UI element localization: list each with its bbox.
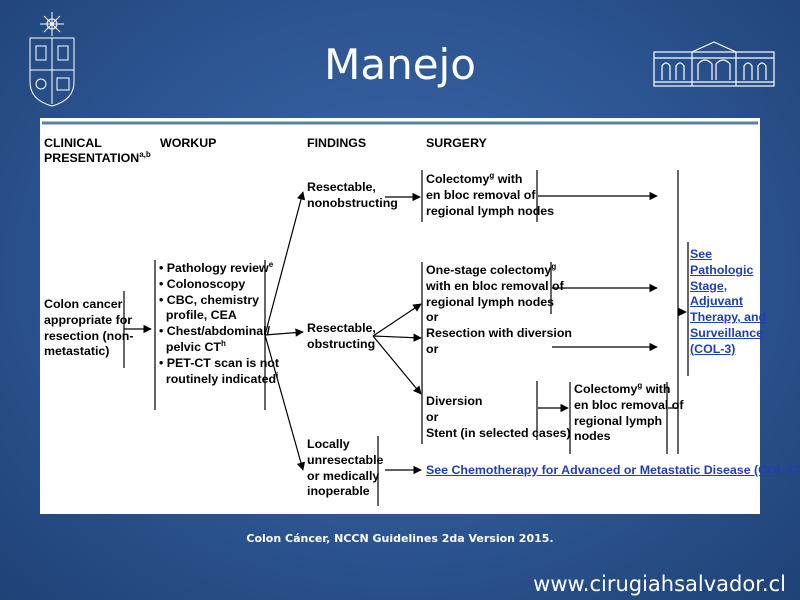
surgery-or: or xyxy=(426,310,439,325)
finding-resectable-obstructing: Resectable, obstructing xyxy=(307,321,376,353)
see-link-line[interactable]: Pathologic xyxy=(690,262,754,277)
see-pathologic-stage-link[interactable]: See Pathologic Stage, Adjuvant Therapy, … xyxy=(690,247,766,358)
surgery-diversion-stent: Diversion or Stent (in selected cases) xyxy=(426,394,571,441)
nccn-flowchart-panel: CLINICAL PRESENTATIONa,b WORKUP FINDINGS… xyxy=(40,118,800,514)
slide-title: Manejo xyxy=(324,40,476,89)
presentation-line: appropriate for xyxy=(44,312,133,327)
finding-line: Resectable, xyxy=(307,180,376,194)
surgery-line: nodes xyxy=(574,429,611,444)
workup-item: • CBC, chemistry xyxy=(159,292,260,307)
header-workup: WORKUP xyxy=(160,136,217,150)
surgery-or: or xyxy=(426,341,439,356)
flowchart-connectors xyxy=(42,121,758,506)
header-clinical-sup: a,b xyxy=(139,149,151,159)
finding-line: obstructing xyxy=(307,336,376,351)
surgery-line: One-stage colectomy xyxy=(426,263,552,277)
surgery-line: regional lymph xyxy=(574,413,663,428)
see-chemotherapy-link[interactable]: See Chemotherapy for Advanced or Metasta… xyxy=(426,463,800,479)
surgery-sup: g xyxy=(637,380,643,390)
workup-item: • PET-CT scan is not xyxy=(159,355,280,370)
surgery-sup: g xyxy=(489,170,495,180)
workup-item: • Colonoscopy xyxy=(159,276,246,291)
surgery-colectomy-after-diversion: Colectomyg with en bloc removal of regio… xyxy=(574,380,684,445)
hospital-building-logo xyxy=(652,40,776,90)
workup-item-sup: i xyxy=(276,370,279,380)
finding-line: or medically xyxy=(307,468,380,483)
university-seal-logo xyxy=(24,12,80,108)
workup-item: pelvic CT xyxy=(159,339,221,354)
surgery-line: regional lymph nodes xyxy=(426,294,555,309)
surgery-colectomy: Colectomyg with en bloc removal of regio… xyxy=(426,170,555,219)
workup-item: profile, CEA xyxy=(159,308,237,323)
see-link-line[interactable]: (COL-3) xyxy=(690,341,736,356)
see-link-line[interactable]: Therapy, and xyxy=(690,310,767,325)
workup-item-sup: h xyxy=(220,338,226,348)
header-clinical-presentation: CLINICAL PRESENTATIONa,b xyxy=(44,136,151,166)
surgery-line: Diversion xyxy=(426,394,483,408)
finding-line: inoperable xyxy=(307,484,370,499)
surgery-line: Colectomy xyxy=(426,172,490,186)
surgery-line: en bloc removal of xyxy=(426,187,536,202)
surgery-line: Stent (in selected cases) xyxy=(426,425,571,440)
surgery-line: with xyxy=(494,172,523,186)
presentation-line: resection (non- xyxy=(44,328,134,343)
workup-item-sup: e xyxy=(268,259,274,269)
header-clinical-line2: PRESENTATION xyxy=(44,151,140,165)
finding-line: unresectable xyxy=(307,452,384,467)
surgery-line: with xyxy=(642,382,671,396)
see-link-line[interactable]: Adjuvant xyxy=(690,294,744,309)
finding-line: nonobstructing xyxy=(307,195,398,210)
presentation-line: metastatic) xyxy=(44,344,110,359)
workup-item: • Pathology review xyxy=(159,261,269,275)
surgery-line: with en bloc removal of xyxy=(426,278,564,293)
surgery-line: regional lymph nodes xyxy=(426,203,555,218)
surgery-line: Colectomy xyxy=(574,382,638,396)
header-findings: FINDINGS xyxy=(307,136,367,150)
header-surgery: SURGERY xyxy=(426,136,487,150)
website-url: www.cirugiahsalvador.cl xyxy=(533,572,786,596)
chemo-link-part[interactable]: See Chemotherapy for Advanced or xyxy=(426,463,637,477)
finding-locally-unresectable: Locally unresectable or medically inoper… xyxy=(307,437,383,500)
finding-line: Resectable, xyxy=(307,321,376,335)
see-link-line[interactable]: Stage, xyxy=(690,278,728,293)
source-caption: Colon Cáncer, NCCN Guidelines 2da Versio… xyxy=(246,532,554,545)
header-clinical-line1: CLINICAL xyxy=(44,136,102,150)
workup-item: routinely indicated xyxy=(159,371,277,386)
chemo-link-part[interactable]: Metastatic Disease (COL-C) xyxy=(636,463,800,477)
clinical-presentation-text: Colon cancer appropriate for resection (… xyxy=(44,297,134,360)
surgery-sup: g xyxy=(551,261,557,271)
see-link-line[interactable]: Surveillance xyxy=(690,325,764,340)
presentation-line: Colon cancer xyxy=(44,297,123,311)
surgery-or: or xyxy=(426,409,439,424)
see-link-line[interactable]: See xyxy=(690,247,713,261)
surgery-line: Resection with diversion xyxy=(426,326,572,341)
workup-list: • Pathology reviewe • Colonoscopy • CBC,… xyxy=(159,259,280,387)
finding-resectable-nonobstructing: Resectable, nonobstructing xyxy=(307,180,398,212)
surgery-one-stage-colectomy: One-stage colectomyg with en bloc remova… xyxy=(426,261,572,358)
workup-item: • Chest/abdominal/ xyxy=(159,324,271,339)
surgery-line: en bloc removal of xyxy=(574,397,684,412)
finding-line: Locally xyxy=(307,437,350,451)
